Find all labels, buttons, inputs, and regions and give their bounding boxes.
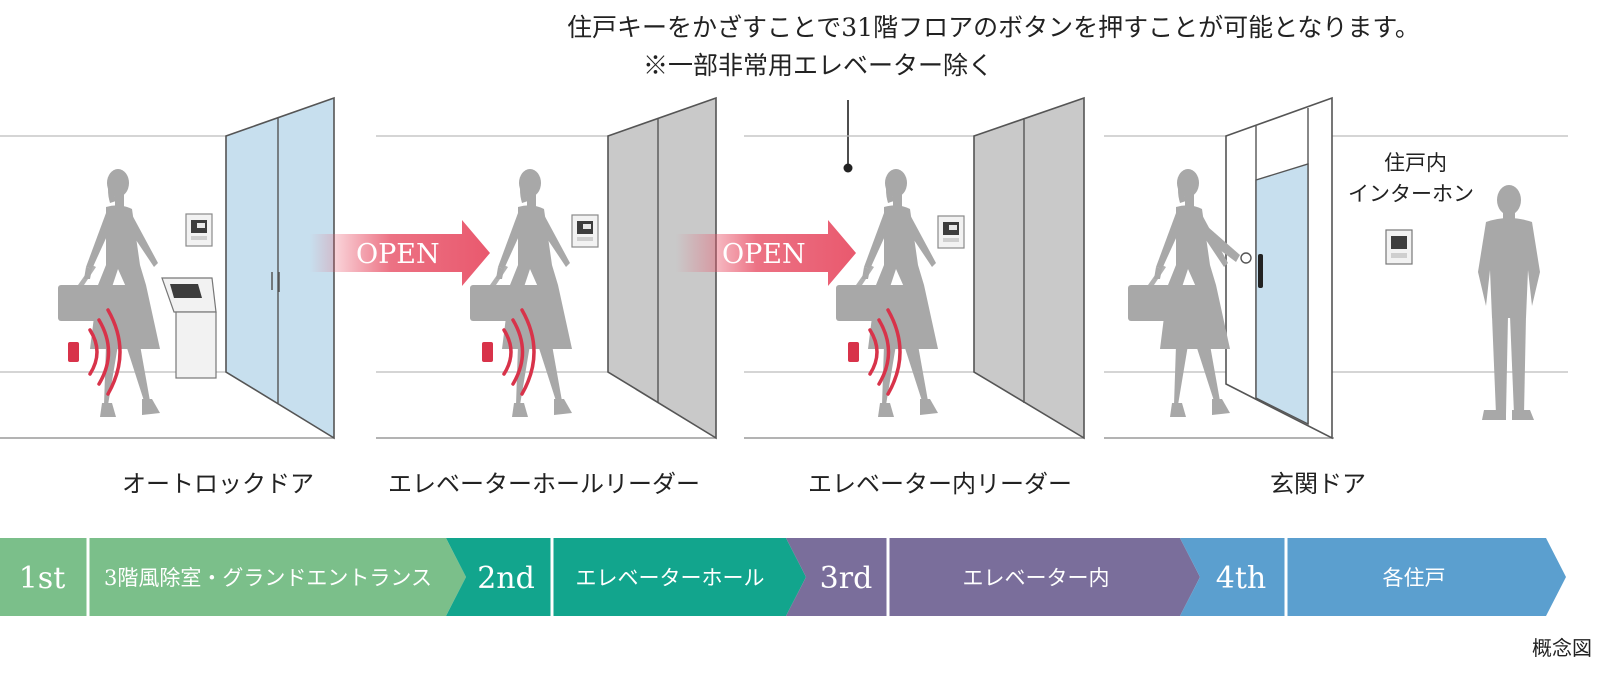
step-name-4: 各住戸 <box>1383 566 1446 590</box>
step-number-2: 2nd <box>477 561 535 596</box>
entrance-door <box>1255 163 1309 426</box>
concept-label: 概念図 <box>1532 636 1592 660</box>
woman-silhouette-icon <box>470 169 572 417</box>
scene-elevator-hall <box>376 96 717 440</box>
step-segment-1 <box>0 538 466 616</box>
caption-front-door: 玄関ドア <box>1270 470 1366 498</box>
intercom-panel-icon <box>185 213 213 247</box>
leader-dot <box>843 163 853 173</box>
woman-silhouette-icon <box>836 169 938 417</box>
scene-front-door: 住戸内 インターホン <box>1104 96 1568 440</box>
indoor-intercom-icon <box>1385 229 1413 265</box>
car-reader-icon <box>937 215 965 249</box>
scene-elevator-inside <box>744 96 1085 440</box>
caption-hall-reader: エレベーターホールリーダー <box>388 470 700 498</box>
elevator-door <box>607 96 717 440</box>
caption-autolock: オートロックドア <box>122 470 314 498</box>
scene-autolock <box>0 96 335 440</box>
note-line1: 住戸キーをかざすことで31階フロアのボタンを押すことが可能となります。 <box>567 13 1420 42</box>
step-name-1: 3階風除室・グランドエントランス <box>104 566 432 590</box>
woman-silhouette-icon <box>1128 169 1230 417</box>
step-number-3: 3rd <box>820 561 873 596</box>
step-name-3: エレベーター内 <box>963 566 1110 590</box>
caption-car-reader: エレベーター内リーダー <box>808 470 1072 498</box>
step-bar: 1st 3階風除室・グランドエントランス 2nd エレベーターホール 3rd エレベーター… <box>0 538 1566 616</box>
note: 住戸キーをかざすことで31階フロアのボタンを押すことが可能となります。 ※一部非… <box>567 13 1420 173</box>
hall-reader-icon <box>571 214 599 248</box>
note-line2: ※一部非常用エレベーター除く <box>643 51 993 80</box>
intercom-label-line1: 住戸内 <box>1384 151 1447 175</box>
man-silhouette-icon <box>1478 185 1540 420</box>
step-number-4: 4th <box>1216 561 1266 596</box>
step-segment-4 <box>1180 538 1566 616</box>
open-arrow-2: OPEN <box>676 220 856 286</box>
step-segment-2 <box>446 538 806 616</box>
card-key-icon <box>848 342 859 362</box>
woman-silhouette-icon <box>58 169 160 417</box>
card-key-icon <box>68 342 79 362</box>
elevator-door <box>973 96 1085 440</box>
open-arrow-1: OPEN <box>310 220 490 286</box>
open-label-2: OPEN <box>722 239 806 270</box>
step-name-2: エレベーターホール <box>576 566 765 590</box>
glass-door <box>225 96 335 440</box>
open-label-1: OPEN <box>356 239 440 270</box>
card-key-icon <box>482 342 493 362</box>
step-number-1: 1st <box>19 561 66 596</box>
door-handle-icon <box>1258 254 1263 288</box>
intercom-label-line2: インターホン <box>1348 182 1474 206</box>
kiosk <box>161 277 217 379</box>
